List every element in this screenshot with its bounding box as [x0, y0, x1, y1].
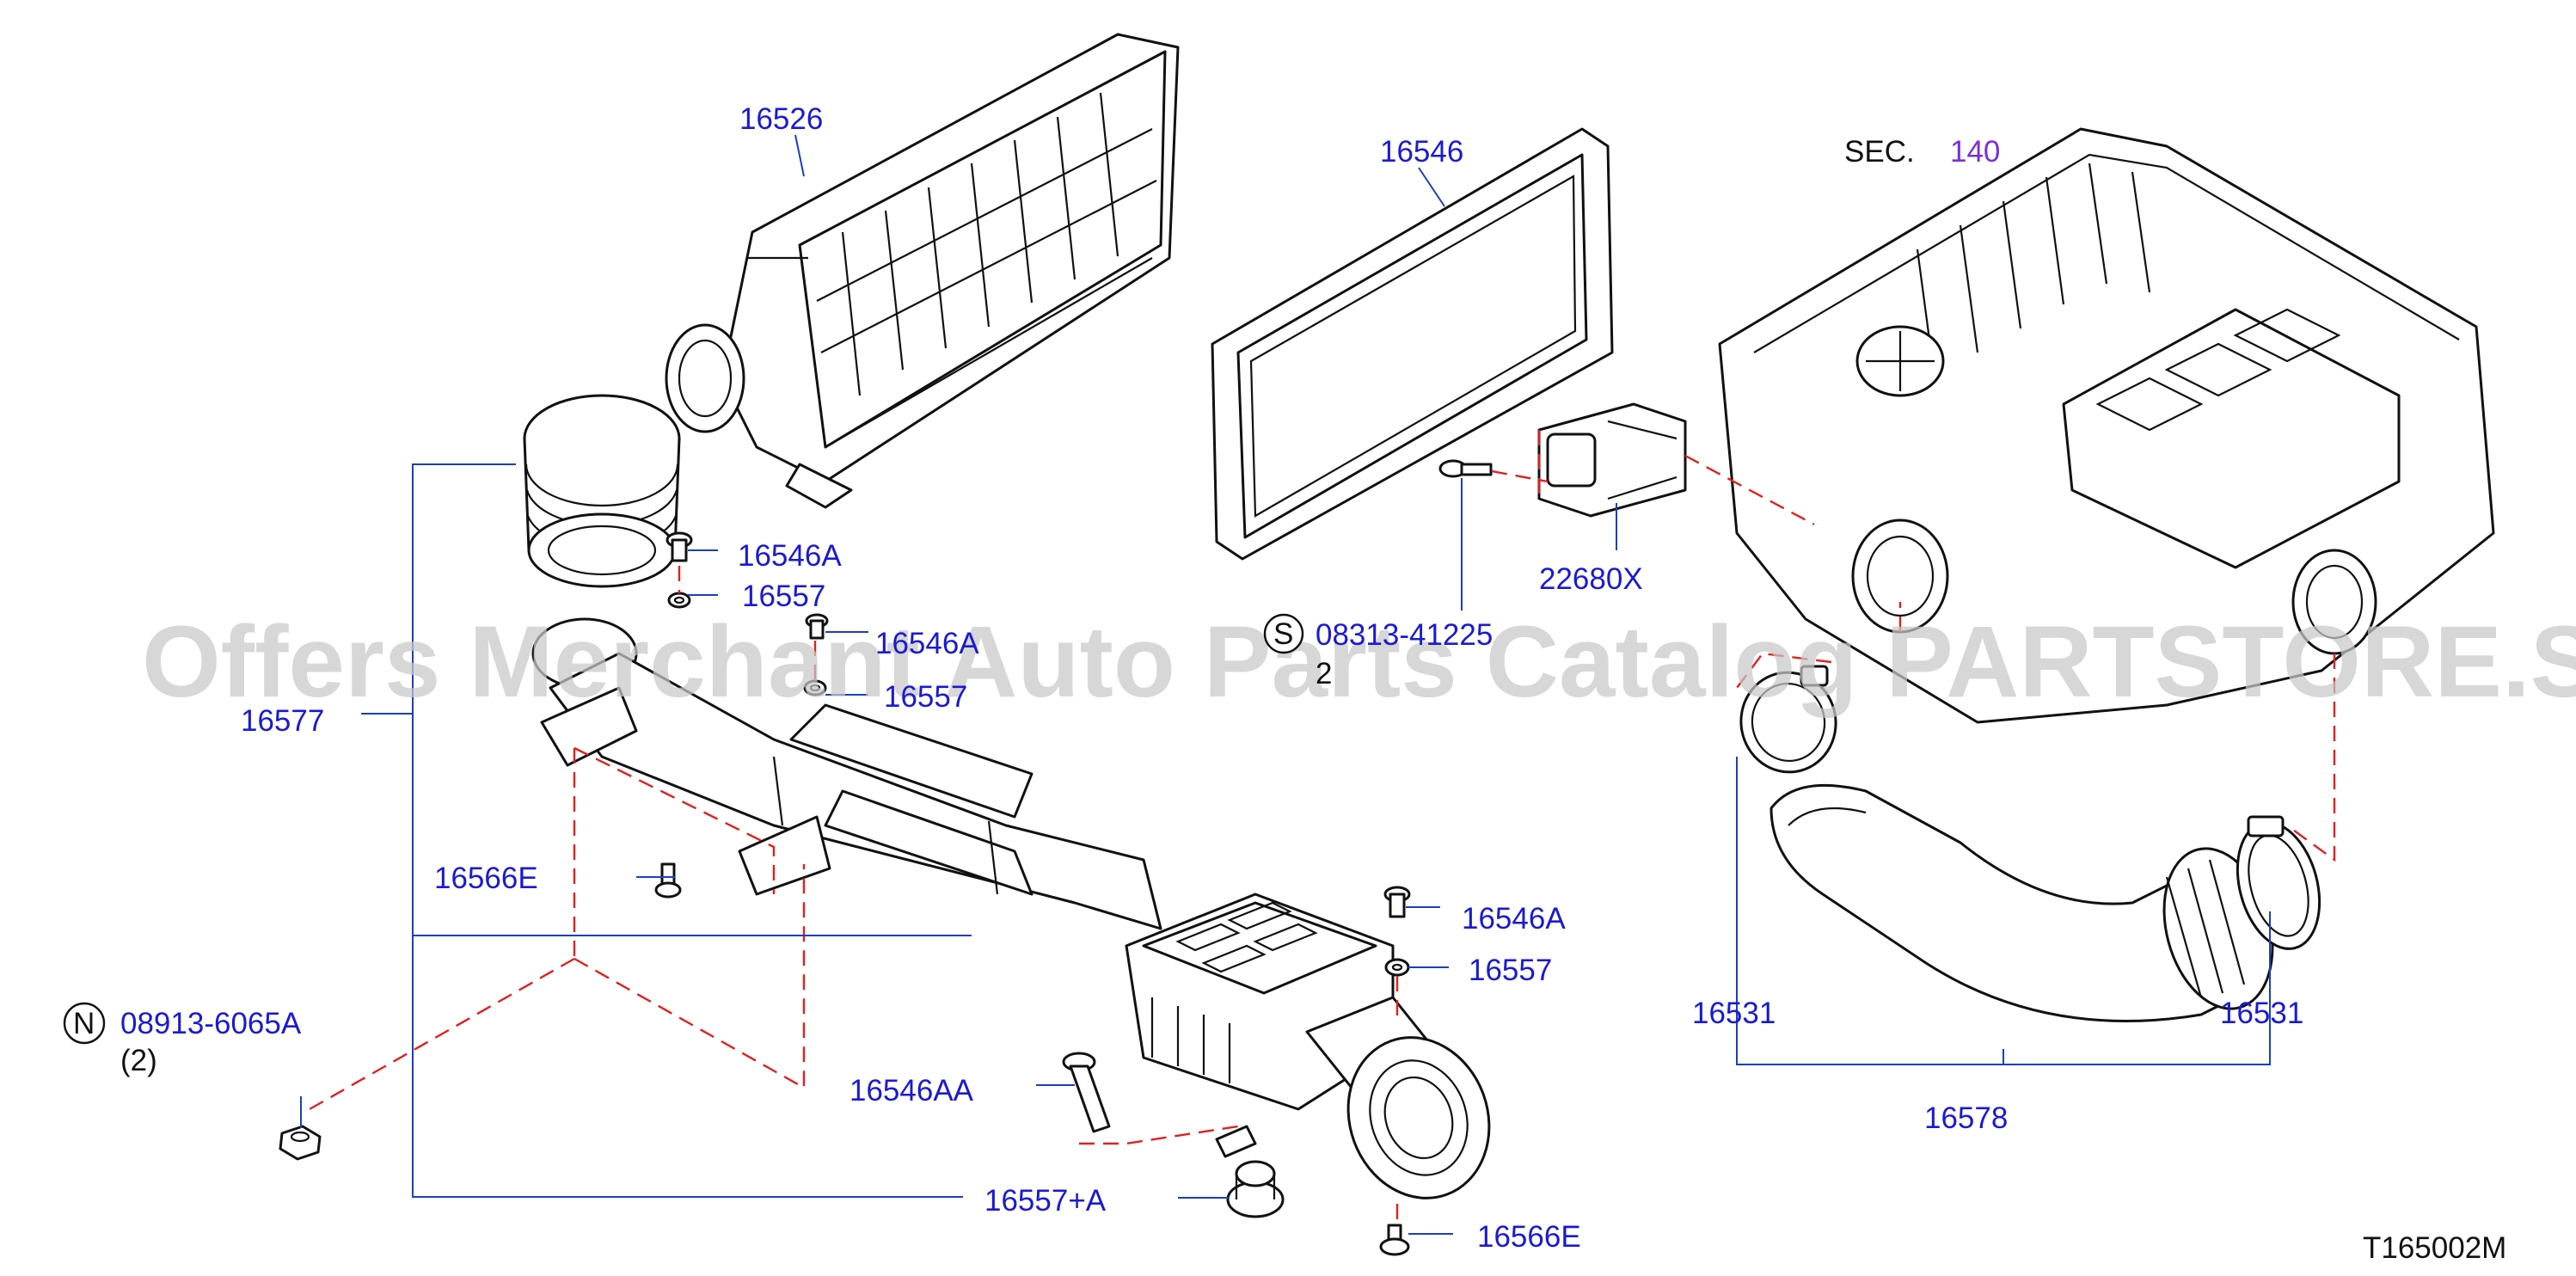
- watermark: Offers Merchant Auto Parts Catalog PARTS…: [142, 605, 2576, 719]
- nut-symbol: N: [63, 1002, 106, 1045]
- intake-hose-shape[interactable]: [1769, 783, 2290, 1022]
- figure-code: T165002M: [2363, 1231, 2506, 1265]
- label-filter-element[interactable]: 16546: [1380, 135, 1463, 169]
- bolt-upper-1[interactable]: [665, 531, 693, 562]
- label-screw-part[interactable]: 08313-41225: [1316, 618, 1493, 652]
- label-air-cleaner-case[interactable]: 16526: [739, 102, 823, 136]
- label-mount-rubber[interactable]: 16557+A: [984, 1184, 1107, 1218]
- grommet-bottom[interactable]: [1379, 1224, 1410, 1256]
- leader-lines: [300, 134, 2271, 1235]
- mount-bracket-right[interactable]: [1215, 1125, 1257, 1158]
- label-nut-part[interactable]: 08913-6065A: [120, 1007, 302, 1040]
- label-bolt-resonator[interactable]: 16546A: [1462, 902, 1566, 936]
- bolt-long[interactable]: [1062, 1052, 1111, 1133]
- label-washer-upper-2[interactable]: 16557: [884, 680, 967, 714]
- label-clamp-right[interactable]: 16531: [2220, 997, 2303, 1030]
- assembly-lines: [309, 430, 2336, 1225]
- section-prefix: SEC.: [1844, 135, 1915, 169]
- mount-rubber[interactable]: [1226, 1160, 1285, 1218]
- mass-air-flow-sensor[interactable]: [1537, 402, 1687, 518]
- grommet-left[interactable]: [654, 862, 682, 899]
- label-screw-qty: 2: [1316, 657, 1332, 690]
- clamp-right-shape[interactable]: [2224, 813, 2333, 958]
- label-clamp-left[interactable]: 16531: [1692, 997, 1776, 1030]
- label-mass-air-flow-sensor[interactable]: 22680X: [1539, 562, 1643, 596]
- label-bolt-upper-1[interactable]: 16546A: [738, 539, 842, 573]
- label-bolt-upper-2[interactable]: 16546A: [875, 627, 979, 660]
- bolt-upper-2[interactable]: [805, 613, 829, 640]
- screw-symbol: S: [1263, 613, 1304, 654]
- air-filter-element[interactable]: [1211, 127, 1614, 561]
- label-duct-assembly[interactable]: 16577: [241, 704, 324, 738]
- label-washer-upper-1[interactable]: 16557: [742, 580, 825, 613]
- outlet-flange[interactable]: [1305, 996, 1512, 1218]
- washer-upper-2[interactable]: [803, 679, 827, 696]
- nut[interactable]: [279, 1125, 322, 1161]
- resonator-duct[interactable]: [531, 617, 1162, 930]
- label-grommet-bottom[interactable]: 16566E: [1477, 1220, 1581, 1254]
- inlet-bellows[interactable]: [523, 394, 681, 588]
- label-intake-hose[interactable]: 16578: [1924, 1101, 2008, 1135]
- sensor-screw[interactable]: [1438, 459, 1493, 478]
- screw-symbol-letter: S: [1273, 617, 1293, 651]
- label-nut-qty: (2): [120, 1044, 157, 1077]
- label-washer-resonator[interactable]: 16557: [1469, 954, 1552, 987]
- air-cleaner-upper-case[interactable]: [665, 33, 1180, 509]
- label-bolt-long[interactable]: 16546AA: [849, 1074, 974, 1107]
- intake-manifold[interactable]: [1718, 127, 2495, 724]
- nut-symbol-letter: N: [73, 1007, 95, 1040]
- bolt-resonator[interactable]: [1383, 886, 1411, 918]
- label-grommet-left[interactable]: 16566E: [434, 862, 538, 895]
- section-number-link[interactable]: 140: [1950, 135, 2000, 169]
- clamp-left-shape[interactable]: [1733, 665, 1843, 779]
- washer-resonator[interactable]: [1384, 958, 1410, 977]
